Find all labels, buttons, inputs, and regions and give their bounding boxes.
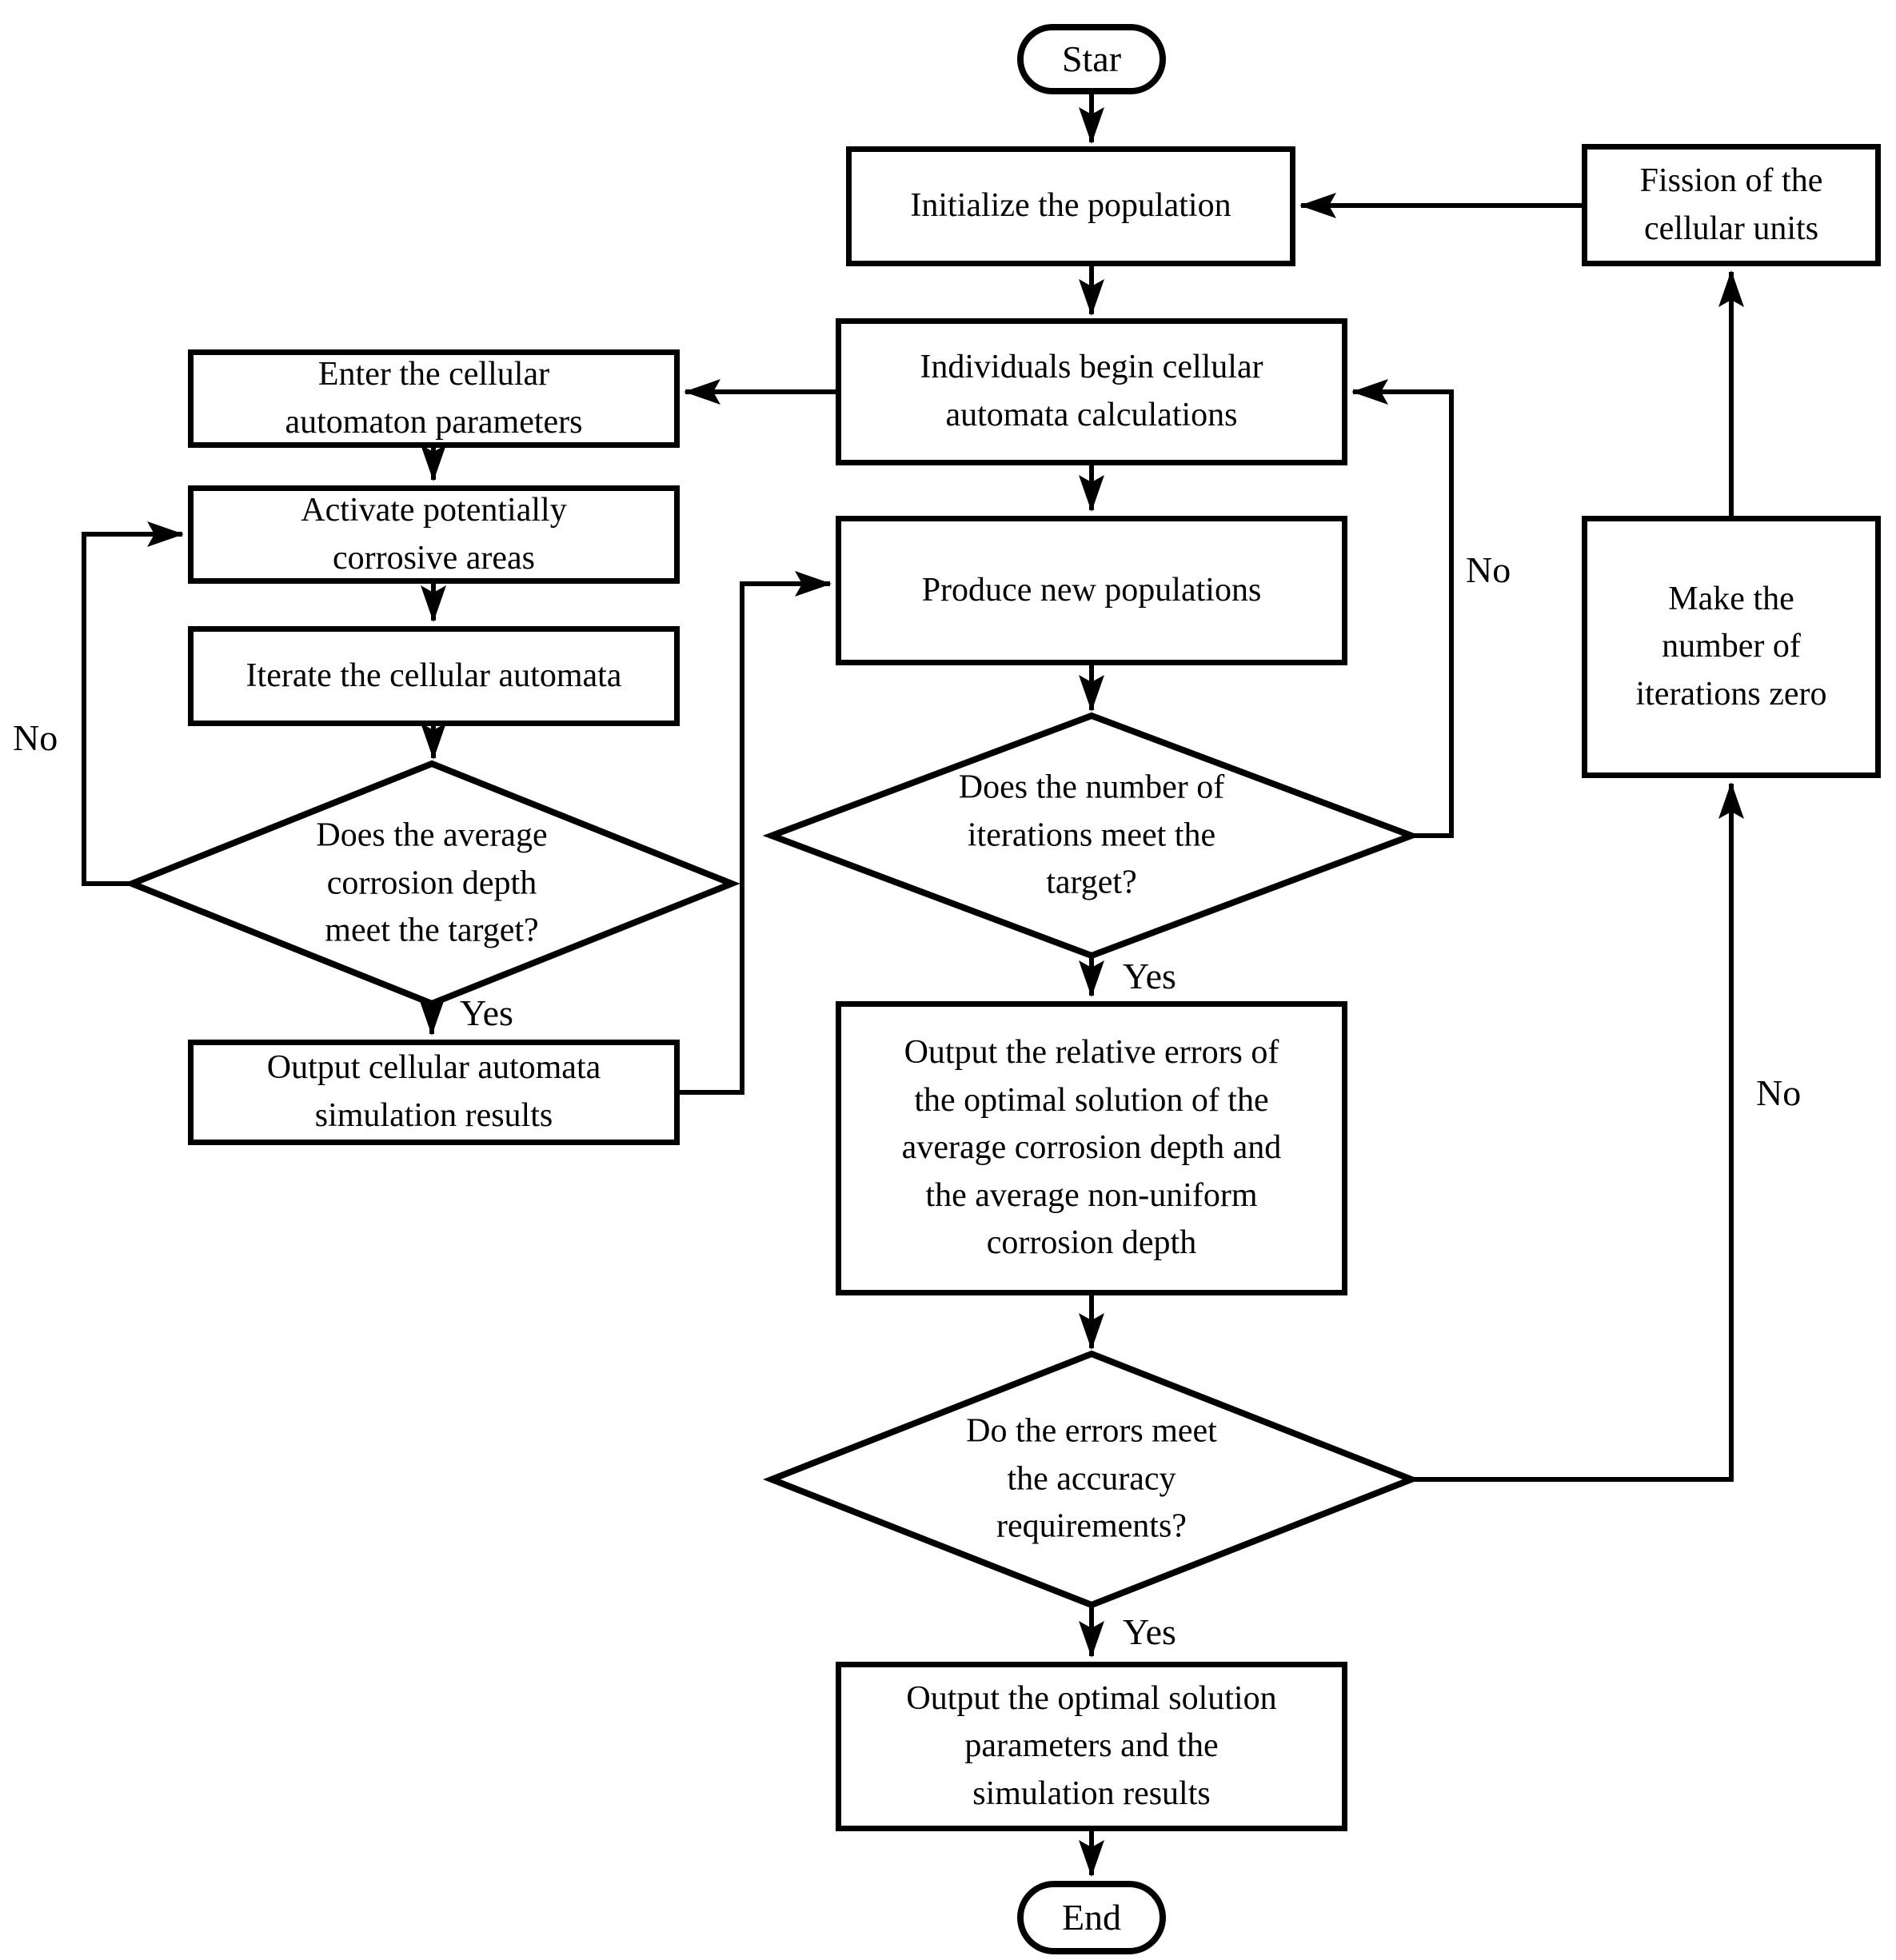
- edge-errors-no-to-makezero: [1411, 782, 1744, 1482]
- edge-iterations-no-loop: [1351, 379, 1454, 838]
- end-terminal: End: [1017, 1881, 1166, 1954]
- output-optimal-solution-label: Output the optimal solution parameters a…: [906, 1679, 1277, 1812]
- activate-corrosive-areas-label: Activate potentially corrosive areas: [301, 491, 567, 577]
- start-terminal: Star: [1017, 24, 1166, 94]
- errors-no-label: No: [1756, 1072, 1802, 1113]
- fission-cellular-units-label: Fission of the cellular units: [1639, 162, 1823, 247]
- avg-corrosion-depth-decision: Does the average corrosion depth meet th…: [208, 812, 656, 956]
- make-iterations-zero-box: Make the number of iterations zero: [1582, 516, 1881, 778]
- errors-decision: Do the errors meet the accuracy requirem…: [868, 1408, 1315, 1551]
- edge-outputca-to-produce: [680, 571, 832, 1095]
- individuals-begin-calculations-label: Individuals begin cellular automata calc…: [920, 349, 1263, 433]
- avg-depth-yes-label: Yes: [460, 992, 513, 1033]
- end-terminal-label: End: [1061, 1897, 1122, 1938]
- activate-corrosive-areas-box: Activate potentially corrosive areas: [188, 485, 680, 584]
- errors-yes-label: Yes: [1123, 1611, 1176, 1652]
- iterations-decision-shape: [762, 712, 1421, 960]
- individuals-begin-calculations-box: Individuals begin cellular automata calc…: [836, 318, 1347, 465]
- output-ca-results-label: Output cellular automata simulation resu…: [266, 1049, 601, 1134]
- make-iterations-zero-label: Make the number of iterations zero: [1635, 580, 1827, 713]
- iterations-no-label: No: [1466, 549, 1511, 590]
- iterations-yes-label: Yes: [1123, 956, 1176, 996]
- edge-avg-decision-no-loop: [82, 521, 184, 886]
- iterate-cellular-automata-label: Iterate the cellular automata: [245, 657, 622, 694]
- iterate-cellular-automata-box: Iterate the cellular automata: [188, 626, 680, 726]
- initialize-population-label: Initialize the population: [910, 187, 1231, 225]
- produce-new-populations-label: Produce new populations: [921, 571, 1262, 609]
- output-relative-errors-label: Output the relative errors of the optima…: [901, 1033, 1282, 1262]
- errors-decision-shape: [763, 1350, 1420, 1609]
- avg-depth-no-label: No: [13, 717, 58, 758]
- iterations-decision: Does the number of iterations meet the t…: [868, 764, 1315, 908]
- initialize-population-box: Initialize the population: [846, 146, 1295, 266]
- enter-parameters-box: Enter the cellular automaton parameters: [188, 349, 680, 448]
- errors-decision-label: Do the errors meet the accuracy requirem…: [966, 1412, 1217, 1545]
- produce-new-populations-box: Produce new populations: [836, 516, 1347, 665]
- avg-corrosion-depth-decision-label: Does the average corrosion depth meet th…: [316, 816, 548, 949]
- start-terminal-label: Star: [1061, 38, 1122, 80]
- avg-corrosion-depth-decision-shape: [123, 760, 740, 1008]
- iterations-decision-label: Does the number of iterations meet the t…: [958, 768, 1225, 901]
- output-ca-results-box: Output cellular automata simulation resu…: [188, 1040, 680, 1145]
- fission-cellular-units-box: Fission of the cellular units: [1582, 144, 1881, 266]
- output-optimal-solution-box: Output the optimal solution parameters a…: [836, 1662, 1347, 1831]
- enter-parameters-label: Enter the cellular automaton parameters: [285, 355, 583, 441]
- output-relative-errors-box: Output the relative errors of the optima…: [836, 1001, 1347, 1295]
